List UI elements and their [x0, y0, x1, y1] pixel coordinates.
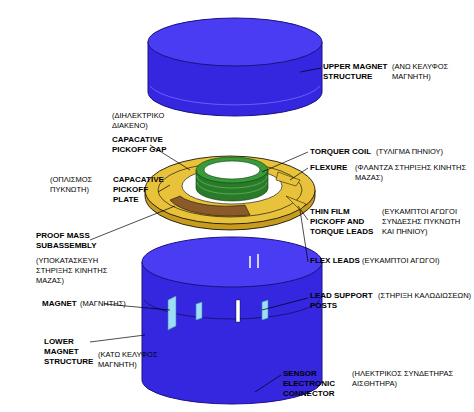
part-label: CAPACATIVE PICKOFF PLATE: [113, 175, 173, 205]
part-label: LEAD SUPPORT POSTS: [310, 291, 378, 311]
upper-magnet: [148, 18, 322, 116]
part-label: PROOF MASS SUBASSEMBLY: [36, 231, 106, 251]
greek-part-label: (ΤΥΛΙΓΜΑ ΠΗΝΙΟΥ): [376, 147, 472, 157]
part-label: TORQUER COIL: [310, 147, 380, 157]
greek-part-label: (ΗΛΕΚΤΡΙΚΟΣ ΣΥΝΔΕΤΗΡΑΣ ΑΙΣΘΗΤΗΡΑ): [352, 369, 462, 389]
greek-part-label: (ΕΥΚΑΜΠΤΟΙ ΑΓΩΓΟΙ ΣΥΝΔΕΣΗΣ ΠΥΚΝΩΤΗ ΚΑΙ Π…: [382, 207, 474, 237]
part-label: CAPACATIVE PICKOFF GAP: [112, 135, 174, 155]
part-label: UPPER MAGNET STRUCTURE: [323, 62, 391, 82]
greek-part-label: (ΟΠΛΙΣΜΟΣ ΠΥΚΝΩΤΗ): [50, 175, 110, 195]
part-label: LOWER MAGNET STRUCTURE: [44, 337, 98, 367]
leader-lines: [90, 68, 321, 392]
part-label: FLEXURE: [310, 163, 355, 173]
part-label: SENSOR ELECTRONIC CONNECTOR: [283, 369, 351, 399]
lower-magnet: [142, 237, 322, 404]
greek-part-label: (ΔΙΗΛΕΚΤΡΙΚΟ ΔΙΑΚΕΝΟ): [112, 111, 192, 131]
part-label: MAGNET: [42, 299, 82, 309]
greek-part-label: (ΦΛΑΝΤΖΑ ΣΤΗΡΙΞΗΣ ΚΙΝΗΤΗΣ ΜΑΖΑΣ): [355, 163, 471, 183]
greek-part-label: (ΜΑΓΝΗΤΗΣ): [80, 299, 140, 309]
greek-part-label: (ΕΥΚΑΜΠΤΟΙ ΑΓΩΓΟΙ): [362, 256, 472, 266]
part-label: FLEX LEADS: [310, 256, 362, 266]
part-label: THIN FILM PICKOFF AND TORQUE LEADS: [310, 207, 380, 237]
greek-part-label: (ΚΑΤΩ ΚΕΛΥΦΟΣ ΜΑΓΝΗΤΗ): [98, 350, 170, 370]
greek-part-label: (ΣΤΗΡΙΞΗ ΚΑΛΩΔΙΩΣΕΩΝ): [378, 291, 474, 301]
proof-mass-disk: [145, 156, 315, 230]
greek-part-label: (ΑΝΩ ΚΕΛΥΦΟΣ ΜΑΓΝΗΤΗ): [392, 62, 470, 82]
greek-part-label: (ΥΠΟΚΑΤΑΣΚΕΥΗ ΣΤΗΡΙΞΗΣ ΚΙΝΗΤΗΣ ΜΑΖΑΣ): [36, 256, 136, 286]
